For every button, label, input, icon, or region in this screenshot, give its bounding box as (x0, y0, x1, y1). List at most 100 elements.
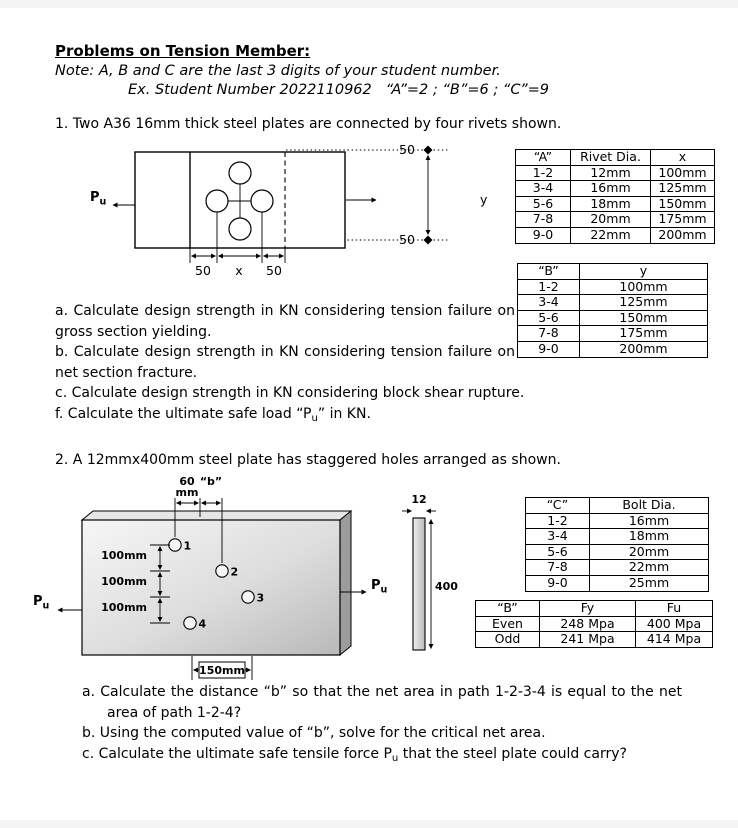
dim-label-100mm: 100mm (101, 549, 147, 562)
table-header-row: “A”Rivet Dia.x (515, 149, 715, 166)
question-f-text: f. Calculate the ultimate safe load “P (55, 405, 312, 422)
question-f-text: ” in KN. (317, 405, 371, 422)
note-example-line: Ex. Student Number 2022110962 “A”=2 ; “B… (128, 82, 550, 98)
table-cell: 200mm (650, 226, 715, 244)
table-header-cell: “B” (475, 600, 540, 617)
dim-label-100mm: 100mm (101, 601, 147, 614)
table-header-cell: Fu (635, 600, 713, 617)
question-c-text: that the steel plate could carry? (398, 746, 627, 763)
dim-label-60: 60 (179, 475, 195, 488)
table-cell: 200mm (579, 340, 708, 358)
table-cell: 125mm (650, 180, 715, 197)
table-cell: 175mm (579, 325, 708, 342)
dim-label-50-left: 50 (195, 263, 211, 278)
question-b: b. Using the computed value of “b”, solv… (82, 725, 546, 742)
table-cell: 100mm (650, 164, 715, 182)
question-f: f. Calculate the ultimate safe load “Pu”… (55, 404, 712, 429)
load-label-main: P (33, 594, 43, 609)
table-cell: 18mm (589, 528, 709, 545)
page-edge-bottom (0, 820, 738, 828)
load-label-sub: u (381, 585, 388, 596)
dim-label-y: y (480, 192, 488, 207)
table-cell: Odd (475, 631, 540, 648)
bolt-hole-1 (168, 538, 182, 552)
table-header-row: “C”Bolt Dia. (525, 497, 709, 514)
dim-label-50-right: 50 (266, 263, 282, 278)
table-cell: 7-8 (515, 211, 571, 228)
table-cell: 3-4 (515, 180, 571, 197)
table-header-cell: Bolt Dia. (589, 497, 709, 514)
dim-label-50-top-edge: 50 (399, 142, 415, 157)
load-label-sub: u (43, 601, 50, 612)
bolt-hole-3 (241, 590, 255, 604)
table-cell: 12mm (570, 164, 651, 182)
table-cell: 150mm (650, 195, 715, 213)
hole-number-2: 2 (231, 566, 239, 579)
problem2-questions: a. Calculate the distance “b” so that th… (82, 682, 682, 770)
hole-number-4: 4 (199, 618, 207, 631)
table-header-cell: y (579, 263, 708, 280)
problem1-questions: a. Calculate design strength in KN consi… (55, 301, 712, 429)
table-cell: 9-0 (525, 574, 590, 592)
table-cell: Even (475, 615, 540, 633)
question-b: b. Calculate design strength in KN consi… (55, 344, 515, 381)
load-label-main: P (371, 578, 381, 593)
table-cell: 241 Mpa (539, 631, 636, 648)
table-header-cell: “A” (515, 149, 571, 166)
dim-label-12: 12 (411, 493, 426, 506)
dim-label-100mm: 100mm (101, 575, 147, 588)
load-label-sub: u (100, 197, 107, 208)
load-label-pu-right: Pu (371, 578, 387, 596)
plate-front-face (81, 519, 341, 656)
dim-label-mm: mm (176, 486, 199, 499)
table-cell: 25mm (589, 574, 709, 592)
table-cell: 100mm (579, 278, 708, 296)
table-cell: 7-8 (525, 559, 590, 576)
table-cell: 22mm (570, 226, 651, 244)
table-cell: 18mm (570, 195, 651, 213)
table-cell: 175mm (650, 211, 715, 228)
table-cell: 5-6 (515, 195, 571, 213)
table-header-row: “B”y (517, 263, 708, 280)
table-cell: 16mm (570, 180, 651, 197)
table-cell: 20mm (570, 211, 651, 228)
load-label-pu: Pu (90, 190, 106, 208)
rivet-hole (205, 189, 229, 213)
rivet-hole (250, 189, 274, 213)
problem2-statement: 2. A 12mmx400mm steel plate has staggere… (55, 452, 561, 468)
table-header-cell: Rivet Dia. (570, 149, 651, 166)
table-header-cell: “B” (517, 263, 580, 280)
page-edge-top (0, 0, 738, 8)
table-cell: 7-8 (517, 325, 580, 342)
load-label-main: P (90, 190, 100, 205)
dim-label-50-bottom-edge: 50 (399, 232, 415, 247)
hole-number-1: 1 (184, 540, 192, 553)
rivet-hole (228, 161, 252, 185)
table-cell: 1-2 (515, 164, 571, 182)
table-cell: 22mm (589, 559, 709, 576)
hole-number-3: 3 (257, 592, 265, 605)
rivet-hole (228, 217, 252, 241)
question-c-text: c. Calculate the ultimate safe tensile f… (82, 746, 392, 763)
table-cell: 400 Mpa (635, 615, 713, 633)
dim-marker-diamond (423, 145, 433, 155)
problem1-statement: 1. Two A36 16mm thick steel plates are c… (55, 116, 562, 132)
question-c: c. Calculate design strength in KN consi… (55, 385, 525, 401)
